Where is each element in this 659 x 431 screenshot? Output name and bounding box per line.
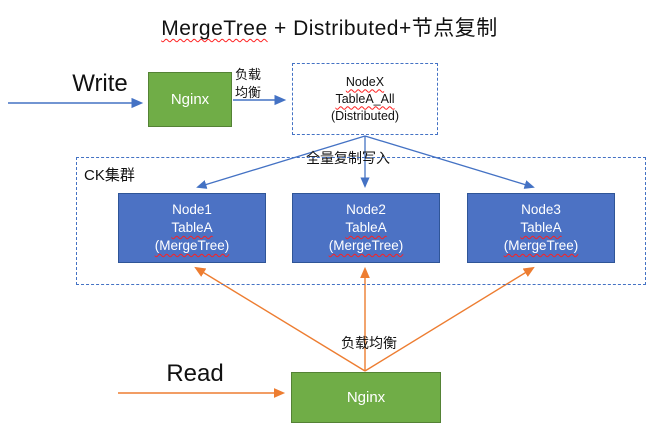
nginx-write-label: Nginx <box>170 91 210 108</box>
read-arrow-node3 <box>364 266 535 372</box>
node2-engine: (MergeTree) <box>328 238 404 253</box>
distributed-node-name: NodeX <box>345 74 385 89</box>
distributed-node-box: NodeX TableA_All (Distributed) <box>292 63 438 135</box>
distributed-node-table: TableA_All <box>335 91 395 106</box>
write-label: Write <box>72 70 128 97</box>
cluster-node-1: Node1 TableA (MergeTree) <box>118 193 266 263</box>
node1-name: Node1 <box>172 202 212 217</box>
read-label: Read <box>166 360 224 387</box>
node2-table: TableA <box>345 220 387 235</box>
nginx-read-label: Nginx <box>346 389 386 406</box>
nginx-write-box: Nginx <box>148 72 232 127</box>
node3-name: Node3 <box>521 202 561 217</box>
full-replication-label: 全量复制写入 <box>306 150 390 166</box>
replicate-arrow-node1 <box>196 135 366 189</box>
load-balance-write-line1: 负载 <box>235 67 262 82</box>
ck-cluster-box <box>76 157 646 285</box>
node3-engine: (MergeTree) <box>503 238 579 253</box>
node1-table: TableA <box>171 220 213 235</box>
load-balance-read-label: 负载均衡 <box>341 335 397 351</box>
replicate-arrow-node3 <box>364 135 535 189</box>
load-balance-write-line2: 均衡 <box>235 85 262 100</box>
node1-engine: (MergeTree) <box>154 238 230 253</box>
diagram-title: MergeTree + Distributed+节点复制 <box>0 12 659 42</box>
node2-name: Node2 <box>346 202 386 217</box>
load-balance-write-label: 负载 均衡 <box>235 66 261 102</box>
ck-cluster-label: CK集群 <box>84 167 135 184</box>
title-rest: + Distributed+节点复制 <box>267 17 498 40</box>
distributed-node-engine: (Distributed) <box>330 108 400 123</box>
nginx-read-box: Nginx <box>291 372 441 423</box>
cluster-node-2: Node2 TableA (MergeTree) <box>292 193 440 263</box>
node3-table: TableA <box>520 220 562 235</box>
title-spellchecked-word: MergeTree <box>161 17 268 40</box>
cluster-node-3: Node3 TableA (MergeTree) <box>467 193 615 263</box>
read-arrow-node1 <box>194 266 366 372</box>
